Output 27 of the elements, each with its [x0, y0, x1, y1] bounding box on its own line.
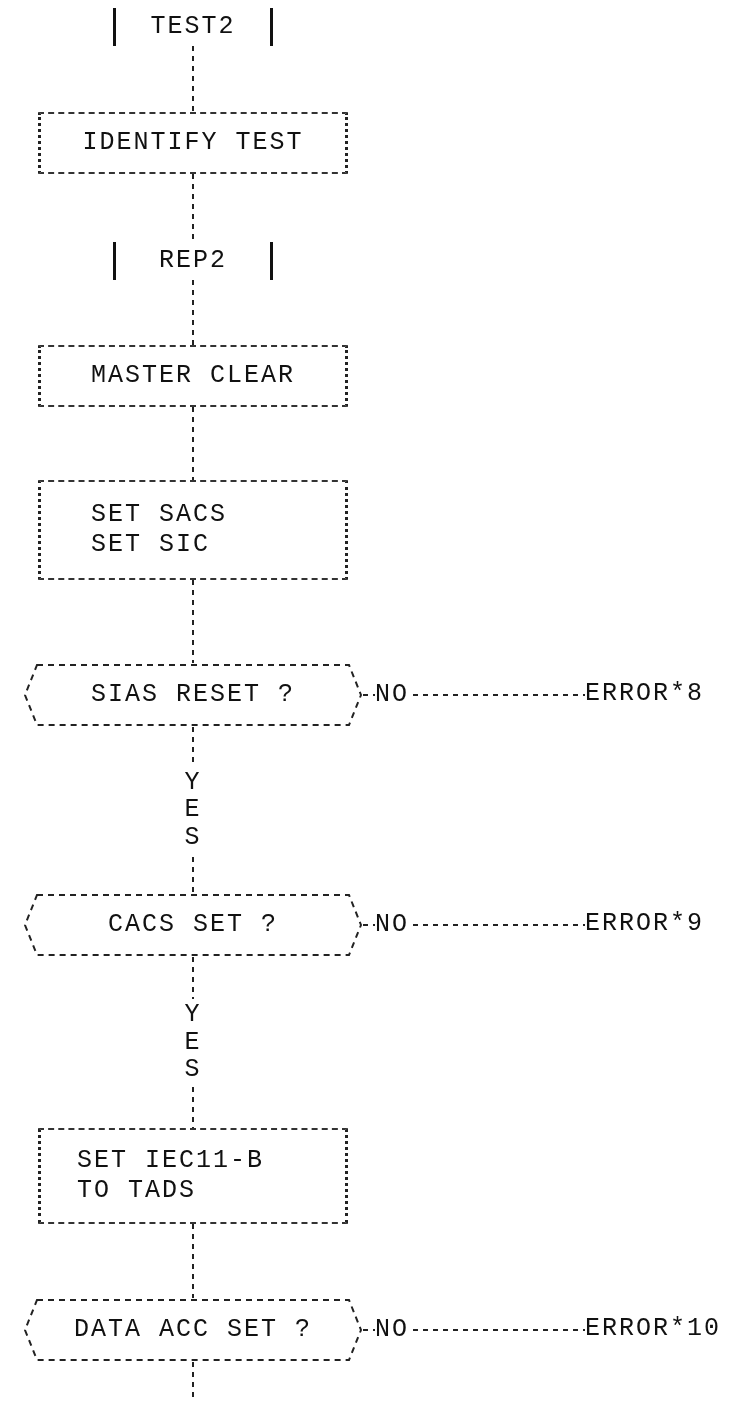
connector-line [192, 1223, 194, 1299]
error-code: ERROR*8 [585, 679, 705, 709]
step-text: MASTER CLEAR [91, 361, 295, 391]
error-code: ERROR*10 [585, 1314, 722, 1344]
connector-line [362, 1329, 586, 1331]
terminal-bracket [113, 8, 273, 46]
process-box [38, 112, 348, 174]
decision-text: DATA ACC SET ? [73, 1315, 312, 1345]
connector-line [362, 694, 586, 696]
connector-line [362, 924, 586, 926]
connector-line [192, 279, 194, 346]
step-text: SET IEC11-B TO TADS [77, 1146, 266, 1206]
terminal-bracket [113, 242, 273, 280]
step-text: SET SIC [91, 530, 211, 560]
process-box [38, 480, 348, 580]
step-text: SET SACS [91, 500, 228, 530]
connector-line [192, 406, 194, 481]
decision-text: CACS SET ? [108, 910, 278, 940]
process-box [38, 1128, 348, 1224]
step-text: IDENTIFY TEST [82, 128, 304, 158]
process-box [38, 345, 348, 407]
connector-line [192, 45, 194, 113]
decision-text: SIAS RESET ? [91, 680, 295, 710]
step-text: TEST2 [150, 12, 236, 42]
step-text: REP2 [159, 246, 227, 276]
connector-line [192, 579, 194, 664]
error-code: ERROR*9 [585, 909, 705, 939]
